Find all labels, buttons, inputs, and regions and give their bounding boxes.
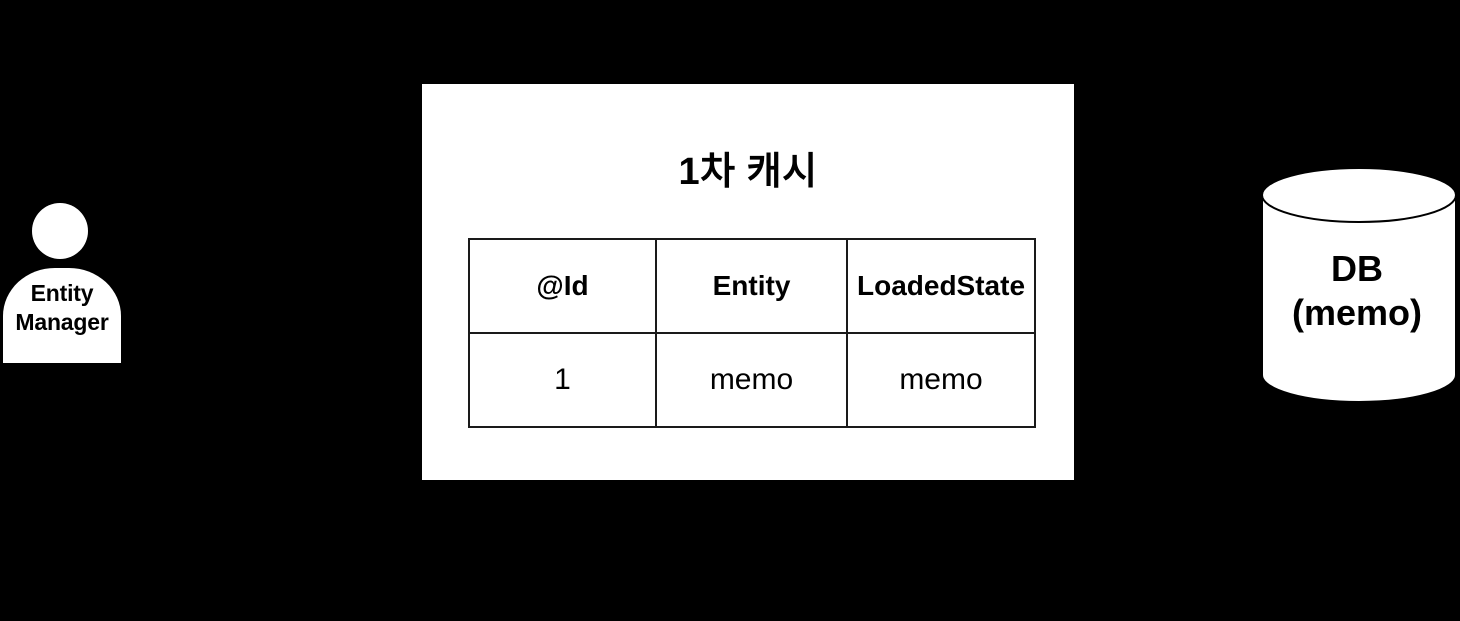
table-cell-id: 1	[468, 332, 657, 428]
actor-body-shape	[3, 268, 121, 363]
actor-label: Entity Manager	[3, 279, 121, 337]
actor-head-icon	[32, 203, 88, 259]
cylinder-top-ellipse	[1261, 167, 1457, 223]
database-cylinder-shape	[1261, 167, 1457, 403]
actor-label-line1: Entity	[30, 280, 94, 306]
actor-entity-manager: Entity Manager	[0, 195, 130, 370]
table-header-row: @Id Entity LoadedState	[468, 238, 1036, 334]
loadedstate-connector-line	[1320, 517, 1359, 564]
database-cylinder: DB (memo)	[1258, 163, 1460, 405]
cylinder-body	[1261, 194, 1457, 403]
actor-label-line2: Manager	[15, 308, 109, 335]
table-header-entity: Entity	[655, 238, 848, 334]
loadedstate-connector-arrowhead	[1347, 513, 1359, 525]
database-label: DB (memo)	[1258, 247, 1456, 335]
database-label-line2: (memo)	[1291, 291, 1422, 333]
table-cell-entity: memo	[655, 332, 848, 428]
cache-table: @Id Entity LoadedState 1 memo memo	[468, 238, 1036, 428]
cache-panel: 1차 캐시 @Id Entity LoadedState 1 memo memo	[422, 84, 1359, 564]
table-header-loadedstate: LoadedState	[846, 238, 1036, 334]
table-cell-loadedstate: memo	[846, 332, 1036, 428]
cache-panel-title: 1차 캐시	[678, 151, 818, 193]
table-row: 1 memo memo	[468, 332, 1036, 428]
database-label-line1: DB	[1331, 248, 1383, 289]
table-header-id: @Id	[468, 238, 657, 334]
entity-connector-line	[1163, 509, 1208, 564]
